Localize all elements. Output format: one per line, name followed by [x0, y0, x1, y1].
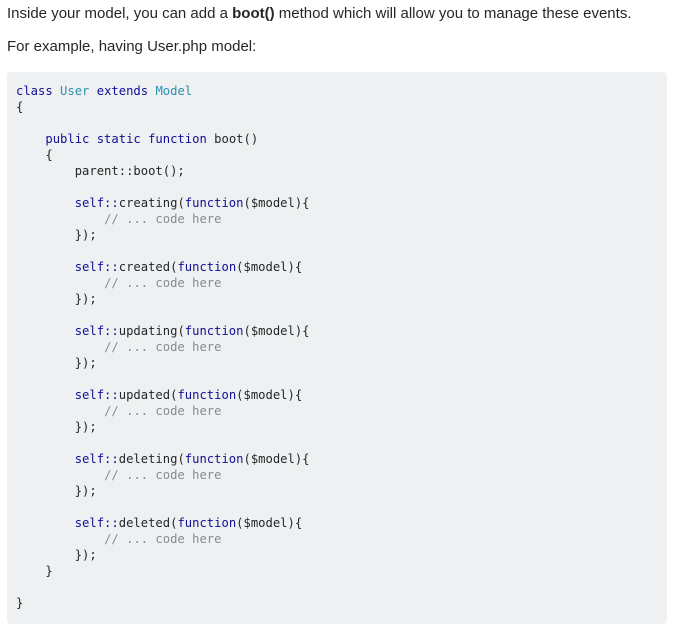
- closure-parameter: ($model){: [243, 324, 310, 338]
- handler-closer: });: [74, 484, 97, 498]
- function-keyword: function: [177, 260, 237, 274]
- handler-closer: });: [74, 548, 97, 562]
- closure-parameter: ($model){: [236, 260, 303, 274]
- function-keyword: function: [184, 324, 244, 338]
- code-line-updated-close: });: [16, 419, 310, 435]
- closure-parameter: ($model){: [236, 516, 303, 530]
- code-comment: // ... code here: [104, 468, 222, 482]
- event-name-deleted: deleted: [118, 516, 171, 530]
- code-block: class User extends Model{ public static …: [7, 72, 667, 624]
- code-line-creating-handler: self::creating(function($model){: [74, 196, 310, 210]
- method-close-brace: }: [45, 564, 53, 578]
- handler-closer: });: [74, 420, 97, 434]
- code-line-updating-handler: self::updating(function($model){: [74, 324, 310, 338]
- handler-closer: });: [74, 356, 97, 370]
- code-line-creating-close: });: [16, 227, 310, 243]
- method-open-brace: {: [45, 148, 53, 162]
- code-line-updating-close: });: [16, 355, 310, 371]
- closure-parameter: ($model){: [243, 196, 310, 210]
- self-keyword: self::: [74, 452, 119, 466]
- code-line-blank: [16, 371, 310, 387]
- handler-closer: });: [74, 292, 97, 306]
- code-comment: // ... code here: [104, 212, 222, 226]
- code-line-blank: [16, 499, 310, 515]
- class-close-brace: }: [16, 596, 24, 610]
- code-line-blank: [16, 307, 310, 323]
- code-comment: // ... code here: [104, 276, 222, 290]
- parent-boot-call: parent::boot();: [74, 164, 185, 178]
- closure-parameter: ($model){: [243, 452, 310, 466]
- code-line-blank: [16, 243, 310, 259]
- intro-text-before: Inside your model, you can add a: [7, 5, 233, 22]
- class-keyword: class: [16, 84, 53, 98]
- event-name-deleting: deleting: [118, 452, 178, 466]
- event-name-updating: updating: [118, 324, 178, 338]
- code-line-updating-comment: // ... code here: [16, 339, 310, 355]
- class-name: User: [60, 84, 90, 98]
- example-paragraph: For example, having User.php model:: [7, 38, 257, 55]
- parent-class-name: Model: [155, 84, 193, 98]
- code-line-blank: [16, 115, 310, 131]
- closure-parameter: ($model){: [236, 388, 303, 402]
- code-comment: // ... code here: [104, 340, 222, 354]
- extends-keyword: extends: [96, 84, 149, 98]
- code-listing: class User extends Model{ public static …: [16, 83, 310, 611]
- code-line-blank: [16, 435, 310, 451]
- code-line-deleting-comment: // ... code here: [16, 467, 310, 483]
- self-keyword: self::: [74, 516, 119, 530]
- code-line-class-open: {: [16, 99, 310, 115]
- handler-closer: });: [74, 228, 97, 242]
- code-line-creating-comment: // ... code here: [16, 211, 310, 227]
- self-keyword: self::: [74, 388, 119, 402]
- boot-method-name: boot(): [232, 5, 275, 22]
- code-line-parent-call: parent::boot();: [16, 163, 310, 179]
- code-line-created-comment: // ... code here: [16, 275, 310, 291]
- code-line-deleted-comment: // ... code here: [16, 531, 310, 547]
- class-open-brace: {: [16, 100, 24, 114]
- event-handlers: self::creating(function($model){ // ... …: [16, 179, 310, 563]
- code-line-deleting-close: });: [16, 483, 310, 499]
- intro-paragraph: Inside your model, you can add a boot() …: [7, 4, 631, 24]
- function-keyword: function: [184, 196, 244, 210]
- code-line-deleted-close: });: [16, 547, 310, 563]
- code-line-deleted-handler: self::deleted(function($model){: [74, 516, 303, 530]
- code-line-deleting-handler: self::deleting(function($model){: [74, 452, 310, 466]
- self-keyword: self::: [74, 260, 119, 274]
- function-keyword: function: [177, 516, 237, 530]
- intro-text-after: method which will allow you to manage th…: [274, 5, 632, 22]
- code-comment: // ... code here: [104, 532, 222, 546]
- event-name-created: created: [118, 260, 171, 274]
- function-keyword: function: [177, 388, 237, 402]
- code-line-method-close: }: [16, 563, 310, 579]
- function-keyword: function: [184, 452, 244, 466]
- event-name-updated: updated: [118, 388, 171, 402]
- code-comment: // ... code here: [104, 404, 222, 418]
- method-name: boot(): [214, 132, 259, 146]
- code-line-created-handler: self::created(function($model){: [74, 260, 303, 274]
- code-line-created-close: });: [16, 291, 310, 307]
- event-name-creating: creating: [118, 196, 178, 210]
- code-line-class-declaration: class User extends Model: [16, 83, 310, 99]
- code-line-method-open: {: [16, 147, 310, 163]
- code-line-blank: [16, 579, 310, 595]
- code-line-class-close: }: [16, 595, 310, 611]
- code-line-method-signature: public static function boot(): [16, 131, 310, 147]
- code-line-updated-handler: self::updated(function($model){: [74, 388, 303, 402]
- code-line-updated-comment: // ... code here: [16, 403, 310, 419]
- self-keyword: self::: [74, 324, 119, 338]
- code-line-blank: [16, 179, 310, 195]
- self-keyword: self::: [74, 196, 119, 210]
- method-modifiers: public static function: [45, 132, 207, 146]
